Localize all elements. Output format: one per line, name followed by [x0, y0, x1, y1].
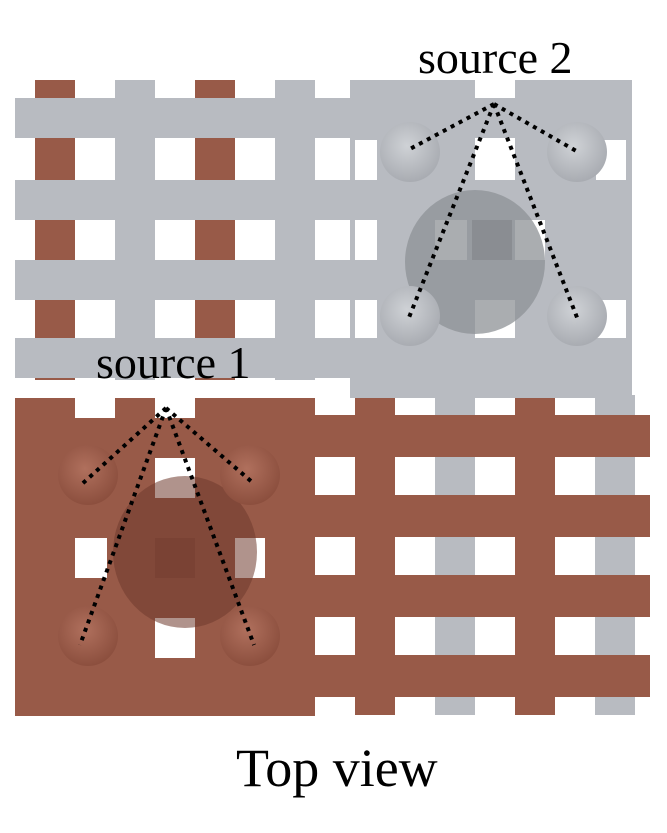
horizontal-bar-steel [15, 260, 355, 300]
view-caption: Top view [236, 738, 438, 798]
source-1-label: source 1 [96, 337, 251, 388]
source-1-leaders [78, 406, 256, 646]
block-window [355, 220, 377, 260]
boss-spot [220, 445, 280, 505]
source-2-block [350, 80, 632, 398]
leader-line [80, 406, 168, 486]
horizontal-bar-copper [310, 495, 650, 537]
boss-spot [220, 606, 280, 666]
block-window [475, 80, 515, 98]
leader-line [164, 407, 256, 646]
source-2-leaders [406, 102, 580, 321]
block-window [155, 398, 195, 418]
center-pocket [155, 538, 195, 578]
leader-line [78, 407, 168, 646]
leader-line [492, 103, 580, 321]
horizontal-bar-steel [15, 338, 355, 378]
boss-spot [380, 122, 440, 182]
block-window [475, 138, 515, 180]
block-window [75, 398, 115, 418]
horizontal-bar-steel [15, 98, 355, 138]
source-2-label: source 2 [418, 32, 573, 83]
center-pocket [472, 220, 512, 260]
block-window [355, 300, 377, 338]
block-window [355, 140, 377, 180]
leader-line [493, 102, 579, 154]
boss-spot [58, 606, 118, 666]
boss-spot [547, 122, 607, 182]
leader-line [407, 102, 495, 152]
horizontal-bar-copper [310, 575, 650, 617]
horizontal-bars-layer [15, 98, 650, 697]
horizontal-bar-copper [310, 415, 650, 457]
source-1-block [15, 398, 315, 716]
boss-spot [58, 445, 118, 505]
leader-line [406, 103, 496, 321]
block-window [75, 538, 107, 578]
horizontal-bar-copper [310, 655, 650, 697]
horizontal-bar-steel [15, 180, 355, 220]
leader-line [164, 406, 254, 484]
